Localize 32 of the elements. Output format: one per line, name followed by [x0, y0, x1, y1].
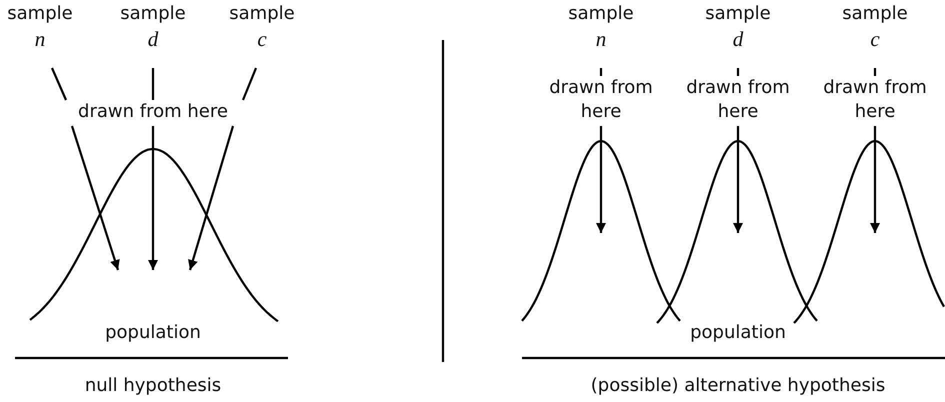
variable-letter: c [870, 26, 880, 52]
connector-line [874, 68, 876, 76]
variable-letter: d [732, 26, 744, 52]
hypothesis-caption: (possible) alternative hypothesis [590, 374, 886, 398]
variable-letter: n [34, 26, 46, 52]
population-label: population [105, 321, 201, 345]
sample-label: sample [705, 2, 771, 26]
variable-letter: d [148, 26, 158, 52]
hypothesis-caption: null hypothesis [84, 374, 222, 398]
note-text: drawn from here [78, 100, 228, 124]
connector-line [51, 68, 67, 100]
connector-line [736, 68, 740, 76]
arrow [596, 126, 606, 233]
sample-label: sample [229, 2, 295, 26]
arrow [70, 126, 120, 270]
variable-letter: c [257, 26, 267, 52]
sample-label: sample [568, 2, 634, 26]
connector-line [242, 68, 258, 100]
sample-label: sample [120, 2, 186, 26]
note-text: drawn from here [548, 76, 654, 124]
note-text: drawn from here [685, 76, 791, 124]
note-text: drawn from here [822, 76, 928, 124]
connector-line [600, 68, 602, 76]
sample-label: sample [842, 2, 908, 26]
arrow [188, 126, 234, 270]
variable-letter: n [596, 26, 606, 52]
arrow [148, 126, 158, 270]
population-label: population [690, 321, 786, 345]
arrow [870, 126, 880, 233]
arrow [733, 126, 743, 233]
sample-label: sample [7, 2, 73, 26]
connector-line [152, 68, 154, 100]
